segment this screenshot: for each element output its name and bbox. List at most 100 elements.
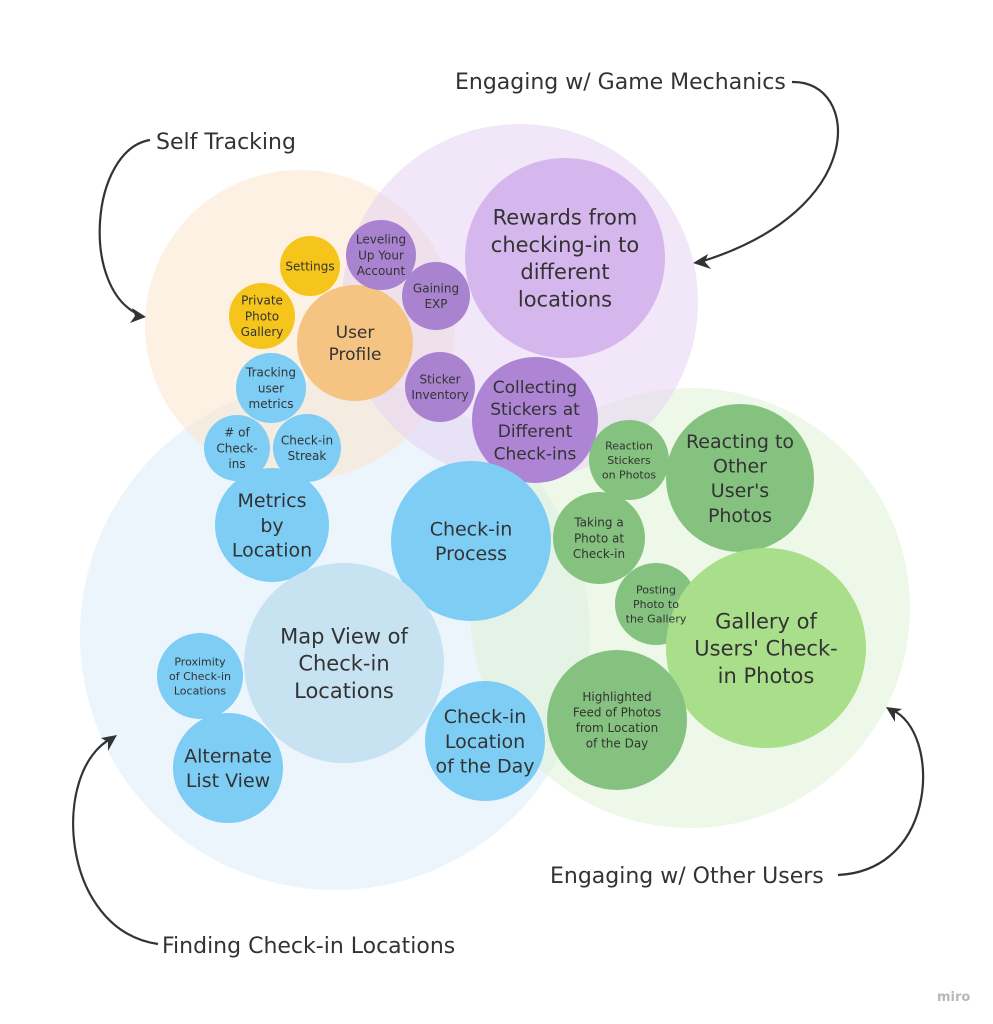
arrows [72,80,925,946]
bubble-circle [465,158,665,358]
label-other-users: Engaging w/ Other Users [550,864,824,889]
bubble-label: Private [241,294,283,308]
bubble-label: Gallery of [715,609,817,633]
bubble-label: Tracking [245,366,296,380]
bubble-label: Other [713,455,767,477]
arrow-head-other-users [886,707,902,722]
bubble-label: locations [518,288,612,312]
bubble-circle [405,352,475,422]
bubble-label: Sticker [419,373,460,387]
bubble-label: Feed of Photos [573,706,661,720]
bubble-label: Process [435,543,507,565]
bubble-circle [346,220,416,290]
bubble-label: Leveling [356,233,406,247]
bubble-circle [215,468,329,582]
bubble-label: Taking a [573,516,623,530]
bubble-label: Check-in [281,434,333,448]
bubble-label: Location [445,731,525,753]
bubble-label: of the Day [586,737,649,751]
bubble-label: Locations [174,684,227,697]
bubble-label: Up Your [358,248,404,262]
bubble-label: Alternate [184,745,272,767]
bubble-circle [236,353,306,423]
arrow-other-users [837,708,925,877]
bubble-label: User's [711,480,769,502]
bubble-label: user [258,381,284,395]
bubble-circle [280,236,340,296]
bubble-label: Reaction [605,440,653,453]
bubble-label: Check-in [573,547,625,561]
bubble-label: Inventory [411,388,468,402]
bubble-label-group: Settings [285,259,334,273]
bubble-label: Different [498,422,573,442]
bubble-label: Streak [288,449,327,463]
bubble-label: Location [232,540,312,562]
bubble-label-group: Gallery of Users' Check-in Photos [694,609,837,688]
bubble-circle [402,262,470,330]
bubble-label: on Photos [602,468,657,481]
arrow-finding [72,737,159,946]
bubble-circle [173,713,283,823]
miro-watermark: miro [937,990,970,1005]
bubble-label: Photos [708,505,772,527]
bubble-circle [666,548,866,748]
bubble-label: ins [228,457,245,471]
bubble-label: Check-in [298,652,389,676]
bubble-circle [204,415,270,481]
arrow-head-self-tracking [130,308,146,323]
bubble-circle [297,285,413,401]
bubble-label: Proximity [174,656,226,669]
bubble-label: Profile [329,345,382,365]
bubble-circles [157,158,866,823]
bubble-circle [547,650,687,790]
label-finding-locations: Finding Check-in Locations [162,934,455,959]
bubble-circle [157,633,243,719]
bubble-circle [391,461,551,621]
bubble-label: different [520,260,609,284]
bubble-label: checking-in to [491,233,639,257]
arrow-head-game-mechanics [693,254,711,269]
bubble-label: # of [224,426,250,440]
bubble-circle [229,283,295,349]
bubble-circle [589,420,669,500]
bubble-label: metrics [249,397,294,411]
bubble-label: from Location [576,721,659,735]
bubble-circle [553,492,645,584]
bubble-label: Check-in [444,706,527,728]
arrow-game-mechanics [699,80,840,264]
bubble-label: Highlighted [582,690,651,704]
bubble-label: Photo [245,309,279,323]
bubble-label: of Check-in [169,670,231,683]
bubble-label: in Photos [718,664,815,688]
bubble-label: Locations [294,679,394,703]
bubble-circle [425,681,545,801]
bubble-label: Check-in [430,518,513,540]
bubble-label: Stickers at [490,400,580,420]
label-game-mechanics: Engaging w/ Game Mechanics [455,70,786,95]
bubble-label: EXP [424,297,447,311]
bubble-label: Users' Check- [694,637,837,661]
bubble-label: Photo to [633,598,679,611]
bubble-label: Photo at [574,531,624,545]
bubble-label: by [260,515,283,537]
bubble-label: Gallery [241,325,284,339]
bubble-label: of the Day [435,756,534,778]
bubble-circle [273,414,341,482]
bubble-circle [666,404,814,552]
bubble-circle [472,357,598,483]
